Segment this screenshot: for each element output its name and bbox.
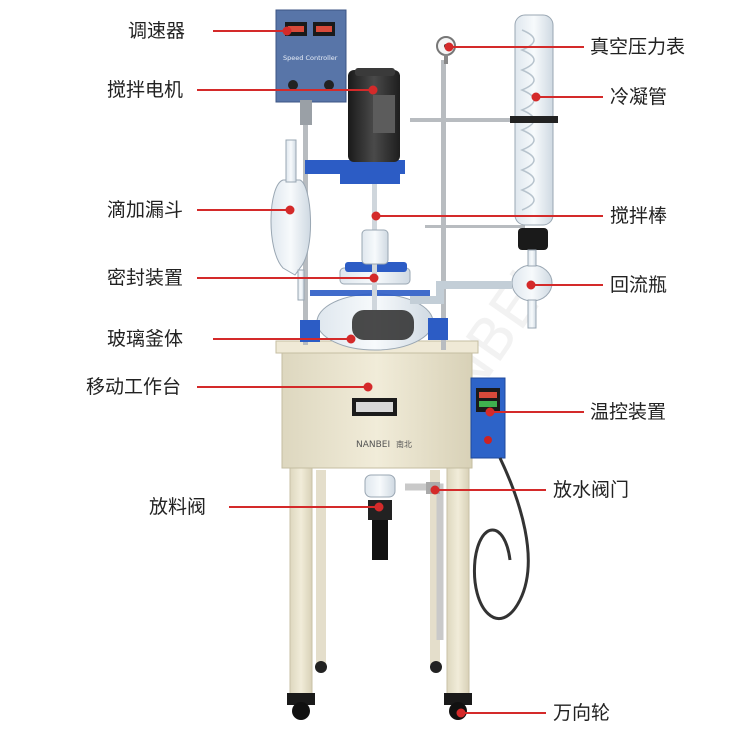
reflux-flask-stopcock: [527, 299, 537, 329]
vacuum-gauge-stem: [444, 54, 448, 64]
leader-dot: [485, 407, 495, 417]
speed-controller-digits: [288, 26, 304, 32]
vessel-heating-band: [352, 310, 414, 340]
label-caster: 万向轮: [553, 702, 611, 724]
seal-clamp-ring: [300, 320, 320, 342]
temp-controller-group: [470, 377, 530, 621]
dropping-funnel-tip: [297, 269, 305, 301]
label-stir-motor: 搅拌电机: [107, 79, 184, 101]
discharge-valve-body: [364, 474, 396, 498]
label-speed-controller: 调速器: [128, 20, 186, 42]
leader-dot: [285, 205, 295, 215]
reflux-flask-neck: [527, 249, 537, 267]
dropping-funnel-group: [270, 139, 312, 301]
speed-knob-icon: [288, 80, 298, 90]
leader-dot: [346, 334, 356, 344]
stand-rod: [441, 60, 446, 350]
dropping-funnel-neck: [285, 139, 297, 183]
label-mobile-workstation: 移动工作台: [86, 376, 182, 398]
leader-dot: [526, 280, 536, 290]
caster-wheel-back: [430, 661, 442, 673]
leader-dot: [371, 211, 381, 221]
cross-rod: [410, 118, 530, 122]
speed-knob-icon: [324, 80, 334, 90]
caster-wheel: [292, 702, 310, 720]
seal-clamp-ring: [310, 290, 430, 296]
label-discharge-valve: 放料阀: [149, 496, 207, 518]
cross-rod: [425, 225, 525, 228]
leader-lines-right: [371, 42, 603, 718]
brand-text: NANBEI: [356, 440, 390, 450]
reflux-side-arm: [410, 281, 512, 304]
label-vacuum-gauge: 真空压力表: [590, 36, 686, 58]
label-condenser: 冷凝管: [610, 86, 668, 108]
stir-motor-label: [373, 95, 395, 133]
motor-mount-plate: [305, 160, 405, 174]
leader-dot: [430, 485, 440, 495]
leader-lines-left: [197, 26, 384, 512]
caster: [287, 693, 315, 705]
speed-controller-digits: [316, 26, 332, 32]
discharge-valve-handle: [372, 520, 388, 560]
frame-group: NANBEI 南北: [275, 340, 479, 720]
power-cable: [472, 457, 530, 621]
seal-head: [361, 229, 389, 265]
leader-dot: [363, 382, 373, 392]
leader-dot: [444, 42, 454, 52]
power-switch-icon: [484, 436, 492, 444]
speed-controller-title: Speed Controller: [283, 54, 338, 62]
leader-dot: [456, 708, 466, 718]
controller-bracket: [300, 100, 312, 125]
label-stir-rod: 搅拌棒: [610, 205, 668, 227]
label-reflux-flask: 回流瓶: [610, 274, 668, 296]
caster: [444, 693, 472, 705]
motor-group: Speed Controller: [275, 9, 405, 184]
seal-clamp-ring: [428, 318, 448, 340]
temp-display-digits: [479, 401, 497, 407]
vessel-group: [300, 160, 448, 351]
nameplate-inner: [356, 402, 393, 412]
condenser-group: [410, 14, 558, 329]
leader-dot: [374, 502, 384, 512]
leader-dot: [282, 26, 292, 36]
motor-mount-plate: [340, 172, 400, 184]
leader-dot: [531, 92, 541, 102]
condenser-valve: [518, 228, 548, 250]
drain-group: [364, 474, 444, 640]
label-glass-vessel: 玻璃釜体: [107, 328, 184, 350]
caster-wheel-back: [315, 661, 327, 673]
leader-dot: [369, 273, 379, 283]
frame-leg-back: [316, 470, 326, 665]
temp-display-digits: [479, 392, 497, 398]
dropping-funnel: [270, 179, 312, 276]
stir-motor-cap: [355, 68, 395, 76]
frame-leg-back: [430, 470, 440, 665]
condenser-clamp: [510, 116, 558, 123]
label-seal-device: 密封装置: [107, 267, 184, 289]
brand-text-cn: 南北: [396, 439, 412, 449]
label-temp-control: 温控装置: [590, 401, 667, 423]
label-dropping-funnel: 滴加漏斗: [107, 199, 184, 221]
leader-dot: [368, 85, 378, 95]
label-drain-valve: 放水阀门: [553, 479, 630, 501]
